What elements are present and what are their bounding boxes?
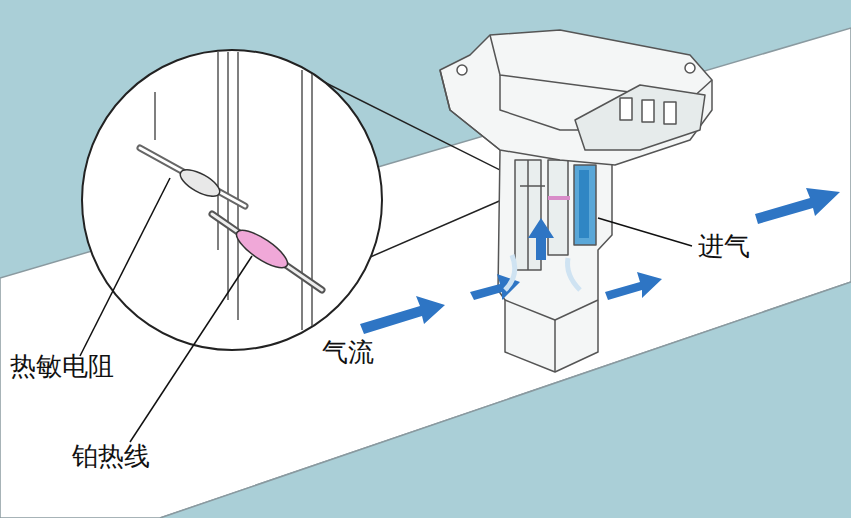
magnifier-circle [82, 50, 382, 350]
sensor-housing [440, 30, 712, 165]
part-label: 气流 [322, 338, 374, 367]
sensor-body [498, 150, 612, 372]
leader-line [130, 256, 252, 442]
duct-ground [0, 282, 851, 518]
leader-line [80, 178, 170, 356]
intake-duct [0, 28, 851, 518]
part-label: 进气 [698, 232, 750, 261]
part-label: 热敏电阻 [10, 352, 114, 381]
magnified-frame [155, 52, 312, 330]
part-label: 铂热线 [72, 442, 150, 471]
leader-line [598, 218, 692, 246]
platinum-wire [212, 214, 322, 290]
thermistor [140, 148, 245, 206]
flow-arrow [360, 188, 840, 334]
